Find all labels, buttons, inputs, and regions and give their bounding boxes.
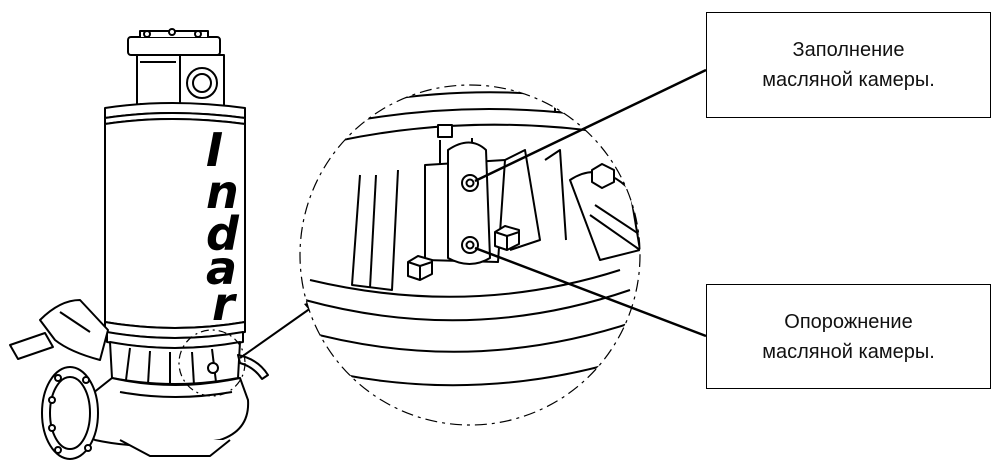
- brand-letter-2: n: [206, 165, 239, 219]
- fill-screw: [461, 174, 479, 192]
- drain-callout: Опорожнение масляной камеры.: [706, 284, 991, 389]
- fill-leader-line: [474, 68, 707, 183]
- magnified-detail: [299, 84, 641, 426]
- drain-leader-line: [474, 246, 707, 338]
- oil-chamber-section: [109, 341, 269, 386]
- brand-letter-5: r: [212, 277, 238, 331]
- drain-callout-line1: Опорожнение: [784, 310, 913, 333]
- detail-source-circle: [178, 329, 246, 397]
- fill-callout: Заполнение масляной камеры.: [706, 12, 991, 118]
- brand-letter-1: I: [206, 123, 223, 177]
- brand-letter-4: a: [206, 241, 237, 295]
- fill-callout-line2: масляной камеры.: [762, 69, 935, 91]
- drain-callout-line2: масляной камеры.: [762, 340, 935, 363]
- drain-screw: [461, 236, 479, 254]
- submersible-pump: [9, 28, 269, 460]
- brand-letter-3: d: [206, 207, 240, 261]
- discharge-outlet: [9, 299, 109, 361]
- inlet-flange: [41, 366, 99, 460]
- fill-callout-line1: Заполнение: [792, 39, 905, 61]
- brand-lettering: I n d a r: [206, 123, 240, 331]
- pump-base: [119, 439, 231, 457]
- junction-box: [127, 28, 225, 112]
- volute-casing: [76, 377, 250, 447]
